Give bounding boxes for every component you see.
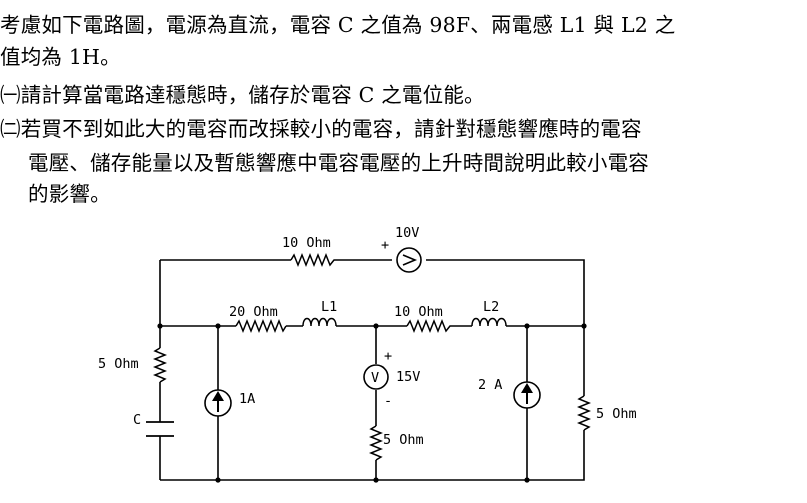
part-1: ㈠請計算當電路達穩態時，儲存於電容 C 之電位能。 bbox=[0, 83, 485, 107]
label-2a: 2 A bbox=[478, 377, 502, 393]
junction-dots bbox=[157, 323, 587, 483]
part-2-line-3: 的影響。 bbox=[28, 182, 111, 206]
question-line-1: 考慮如下電路圖，電源為直流，電容 C 之值為 98F、兩電感 L1 與 L2 之 bbox=[0, 13, 676, 37]
label-r-5-bottom: 5 Ohm bbox=[383, 432, 424, 448]
label-v-symbol: V bbox=[371, 370, 379, 386]
current-source-2a bbox=[513, 381, 541, 409]
resistor-10-top bbox=[290, 252, 336, 268]
label-r-5-left: 5 Ohm bbox=[98, 356, 139, 372]
label-r-10-mid: 10 Ohm bbox=[394, 304, 443, 320]
resistor-20 bbox=[235, 318, 287, 334]
voltage-source-15v bbox=[363, 364, 389, 390]
label-l2: L2 bbox=[483, 299, 499, 315]
label-15v-plus: + bbox=[384, 348, 392, 364]
label-10v: 10V bbox=[395, 225, 419, 241]
label-r-top: 10 Ohm bbox=[282, 235, 331, 251]
circuit-wires bbox=[159, 259, 585, 481]
resistor-5-bottom bbox=[368, 425, 384, 461]
question-line-2: 值均為 1H。 bbox=[0, 45, 121, 69]
voltage-source-10v bbox=[396, 247, 422, 273]
label-cap: C bbox=[133, 412, 141, 428]
inductor-l1 bbox=[302, 317, 337, 327]
capacitor-c bbox=[146, 421, 174, 437]
part-2-line-2: 電壓、儲存能量以及暫態響應中電容電壓的上升時間說明此較小電容 bbox=[28, 151, 649, 175]
label-l1: L1 bbox=[321, 299, 337, 315]
current-source-1a bbox=[204, 389, 232, 417]
label-1a: 1A bbox=[239, 391, 255, 407]
resistor-10-mid bbox=[406, 318, 452, 334]
inductor-l2 bbox=[471, 317, 507, 327]
label-10v-plus: + bbox=[381, 237, 389, 253]
resistor-5-left bbox=[152, 347, 168, 383]
label-15v: 15V bbox=[396, 369, 420, 385]
label-15v-minus: - bbox=[384, 393, 392, 409]
label-r-20: 20 Ohm bbox=[229, 304, 278, 320]
resistor-5-right bbox=[576, 395, 592, 431]
label-r-5-right: 5 Ohm bbox=[596, 406, 637, 422]
part-2-line-1: ㈡若買不到如此大的電容而改採較小的電容，請針對穩態響應時的電容 bbox=[0, 117, 642, 141]
